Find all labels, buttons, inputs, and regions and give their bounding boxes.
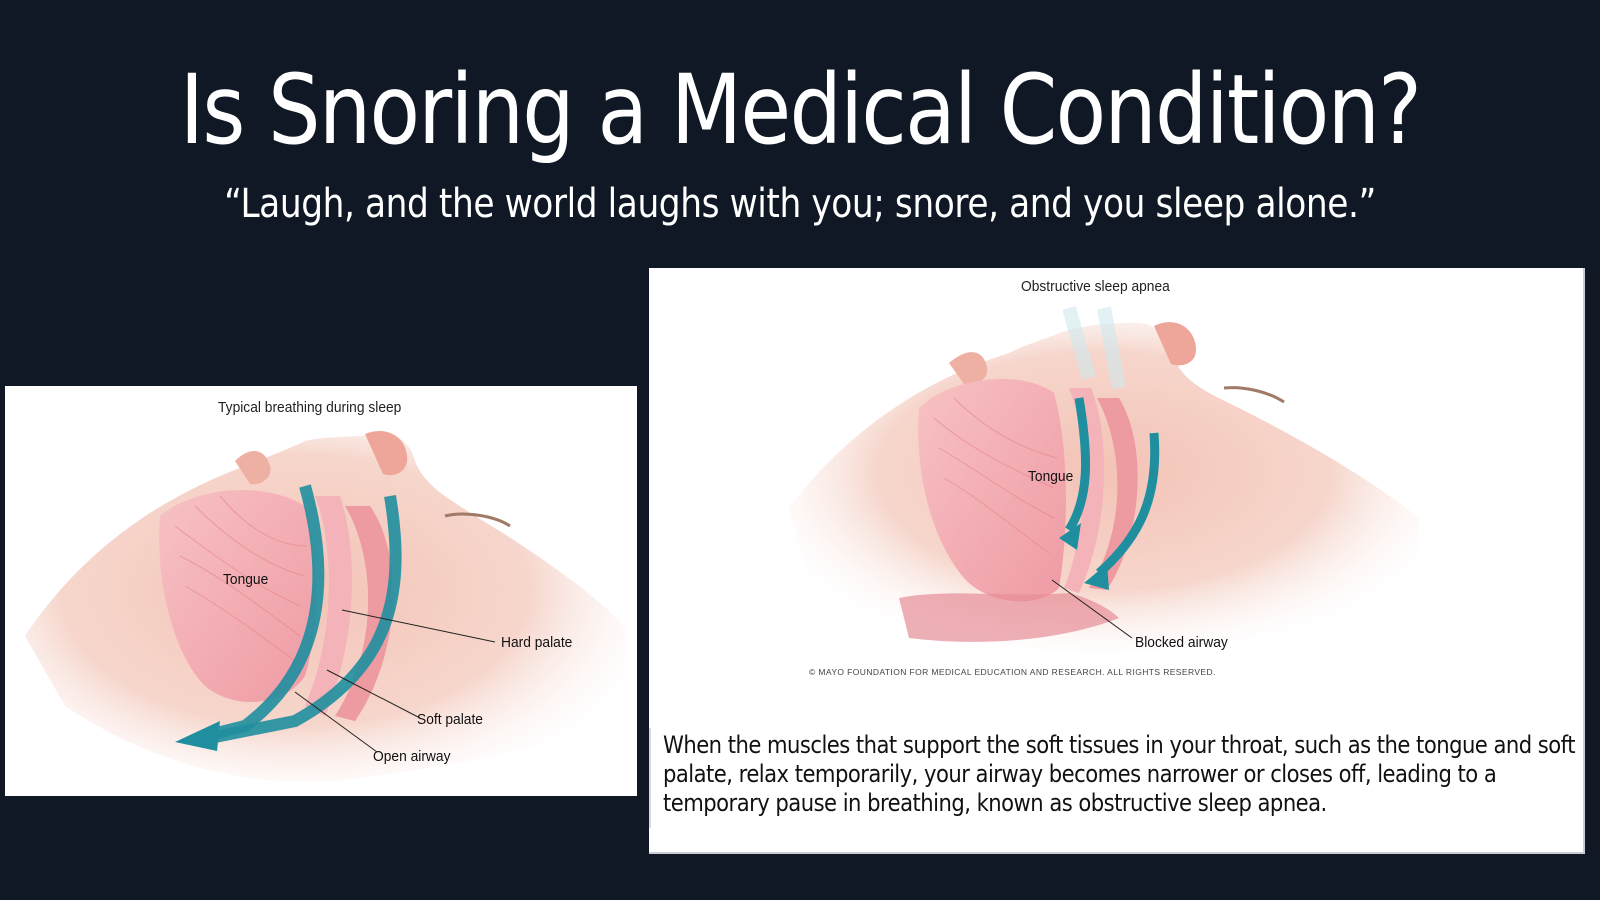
slide-title: Is Snoring a Medical Condition? <box>179 54 1422 166</box>
label-open-airway: Open airway <box>373 748 451 765</box>
label-tongue: Tongue <box>1028 468 1074 485</box>
label-hard-palate: Hard palate <box>501 634 573 651</box>
copyright-notice: © MAYO FOUNDATION FOR MEDICAL EDUCATION … <box>809 667 1216 677</box>
figure-caption-normal: Typical breathing during sleep <box>218 399 402 416</box>
figure-caption-apnea: Obstructive sleep apnea <box>1021 278 1170 295</box>
obstructive-sleep-apnea-illustration: Obstructive sleep apnea Tongue Blocked a… <box>649 268 1585 854</box>
description-text: When the muscles that support the soft t… <box>663 731 1575 817</box>
head-cross-section-apnea-icon <box>789 306 1419 653</box>
label-soft-palate: Soft palate <box>417 711 483 728</box>
typical-breathing-illustration: Typical breathing during sleep Tongue Ha… <box>5 386 637 796</box>
label-blocked-airway: Blocked airway <box>1135 634 1228 651</box>
description-divider <box>649 728 651 828</box>
head-cross-section-normal-icon <box>25 430 625 782</box>
slide-quote: “Laugh, and the world laughs with you; s… <box>224 181 1376 227</box>
label-tongue: Tongue <box>223 571 269 588</box>
